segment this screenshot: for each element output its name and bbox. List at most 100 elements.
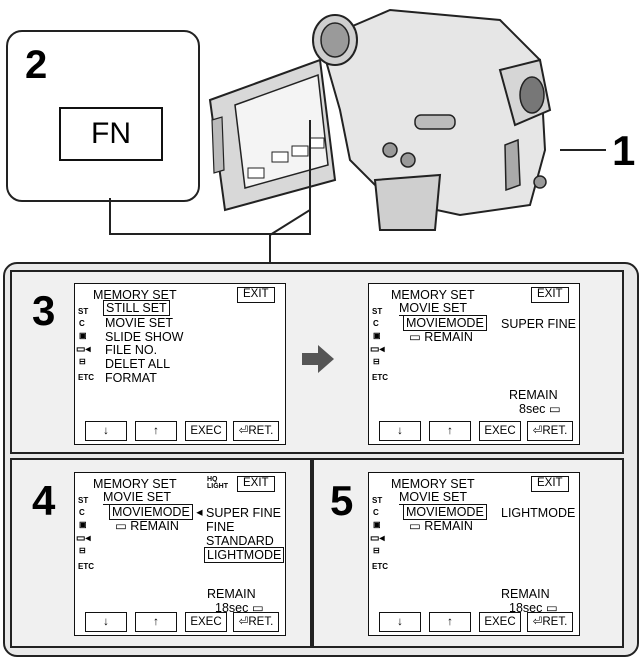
etc-icon: ETC bbox=[372, 562, 388, 571]
memory-icon: ▭◂ bbox=[76, 533, 91, 544]
down-button[interactable]: ↓ bbox=[85, 421, 127, 441]
exit-button[interactable]: EXIT bbox=[531, 287, 569, 303]
still-icon: ST bbox=[78, 307, 89, 316]
step1-number: 1 bbox=[612, 127, 636, 174]
exit-button[interactable]: EXIT bbox=[237, 287, 275, 303]
menu-item-movie-set[interactable]: MOVIE SET bbox=[399, 301, 468, 316]
step3-number: 3 bbox=[32, 287, 56, 334]
screen-lightmode-selected: MEMORY SET EXIT ST MOVIE SET C MOVIEMODE… bbox=[368, 472, 580, 636]
screen-moviemode-options: MEMORY SET HQ LIGHT EXIT ST MOVIE SET C … bbox=[74, 472, 286, 636]
remain-label: REMAIN bbox=[509, 388, 558, 402]
camera-icon: C bbox=[79, 319, 85, 328]
up-button[interactable]: ↑ bbox=[135, 421, 177, 441]
memory-card-icon: ▭ bbox=[548, 402, 561, 416]
remain-label: REMAIN bbox=[207, 587, 256, 601]
return-button[interactable]: ⏎RET. bbox=[233, 421, 279, 441]
memory-card-icon: ▭ bbox=[409, 330, 421, 344]
memory-icon: ▭◂ bbox=[370, 533, 385, 544]
etc-icon: ETC bbox=[372, 373, 388, 382]
exec-button[interactable]: EXEC bbox=[479, 612, 521, 632]
menu-item-movie-set[interactable]: MOVIE SET bbox=[399, 490, 468, 505]
return-icon: ⏎ bbox=[532, 616, 543, 628]
moviemode-value: LIGHTMODE bbox=[501, 506, 576, 520]
tape-icon: ▣ bbox=[79, 520, 87, 529]
return-button[interactable]: ⏎RET. bbox=[233, 612, 279, 632]
exec-button[interactable]: EXEC bbox=[185, 612, 227, 632]
tape-icon: ▣ bbox=[373, 331, 381, 340]
camcorder-illustration bbox=[208, 8, 552, 236]
option-standard[interactable]: STANDARD bbox=[206, 534, 274, 548]
connector-lines bbox=[109, 120, 606, 262]
still-icon: ST bbox=[372, 307, 383, 316]
exec-button[interactable]: EXEC bbox=[479, 421, 521, 441]
menu-item-movie-set[interactable]: MOVIE SET bbox=[103, 490, 172, 505]
still-icon: ST bbox=[372, 496, 383, 505]
moviemode-value: SUPER FINE bbox=[501, 317, 577, 331]
moviemode-item[interactable]: MOVIEMODE ◂ bbox=[109, 504, 203, 520]
memory-icon: ▭◂ bbox=[76, 344, 91, 355]
tape-icon: ▣ bbox=[373, 520, 381, 529]
up-button[interactable]: ↑ bbox=[429, 421, 471, 441]
down-button[interactable]: ↓ bbox=[379, 612, 421, 632]
remain-label: REMAIN bbox=[501, 587, 550, 601]
remain-item[interactable]: ▭ REMAIN bbox=[115, 519, 179, 533]
exit-button[interactable]: EXIT bbox=[237, 476, 275, 492]
light-mode-icon: HQ LIGHT bbox=[207, 476, 228, 490]
step2-number: 2 bbox=[25, 43, 48, 87]
remain-value: 8sec ▭ bbox=[519, 402, 561, 416]
etc-icon: ETC bbox=[78, 373, 94, 382]
exit-button[interactable]: EXIT bbox=[531, 476, 569, 492]
menu-title: MEMORY SET bbox=[93, 477, 177, 491]
menu-item-movie-set[interactable]: MOVIE SET bbox=[105, 316, 174, 330]
remain-value: 18sec ▭ bbox=[509, 601, 558, 615]
return-icon: ⏎ bbox=[532, 425, 543, 437]
step5-number: 5 bbox=[330, 477, 354, 524]
option-fine[interactable]: FINE bbox=[206, 520, 235, 534]
up-button[interactable]: ↑ bbox=[429, 612, 471, 632]
menu-title: MEMORY SET bbox=[391, 288, 475, 302]
menu-item-slide-show[interactable]: SLIDE SHOW bbox=[105, 330, 184, 344]
remain-item[interactable]: ▭ REMAIN bbox=[409, 330, 473, 344]
exec-button[interactable]: EXEC bbox=[185, 421, 227, 441]
menu-item-still-set[interactable]: STILL SET bbox=[103, 300, 170, 316]
fn-button-label: FN bbox=[91, 117, 131, 150]
tape-icon: ▣ bbox=[79, 331, 87, 340]
screen-movie-set: MEMORY SET EXIT ST MOVIE SET C MOVIEMODE… bbox=[368, 283, 580, 445]
down-button[interactable]: ↓ bbox=[85, 612, 127, 632]
menu-title: MEMORY SET bbox=[391, 477, 475, 491]
memory-card-icon: ▭ bbox=[409, 519, 421, 533]
etc-icon: ETC bbox=[78, 562, 94, 571]
fn-button[interactable]: FN bbox=[59, 107, 163, 161]
return-button[interactable]: ⏎RET. bbox=[527, 421, 573, 441]
screen-memory-set: MEMORY SET EXIT ST STILL SET C MOVIE SET… bbox=[74, 283, 286, 445]
menu-title: MEMORY SET bbox=[93, 288, 177, 302]
menu-item-format[interactable]: FORMAT bbox=[105, 371, 157, 385]
menu-item-delet-all[interactable]: DELET ALL bbox=[105, 357, 171, 371]
moviemode-item[interactable]: MOVIEMODE bbox=[403, 504, 487, 520]
still-icon: ST bbox=[78, 496, 89, 505]
camera-icon: C bbox=[373, 319, 379, 328]
memory-card-icon: ▭ bbox=[115, 519, 127, 533]
memory-icon: ▭◂ bbox=[370, 344, 385, 355]
camera-icon: C bbox=[373, 508, 379, 517]
return-icon: ⏎ bbox=[238, 616, 249, 628]
memory-card-icon: ▭ bbox=[251, 601, 264, 615]
setup-icon: ⊟ bbox=[373, 546, 380, 555]
return-icon: ⏎ bbox=[238, 425, 249, 437]
remain-value: 18sec ▭ bbox=[215, 601, 264, 615]
arrow-right-icon bbox=[302, 345, 334, 373]
setup-icon: ⊟ bbox=[79, 546, 86, 555]
step4-number: 4 bbox=[32, 477, 56, 524]
option-lightmode[interactable]: LIGHTMODE bbox=[204, 547, 285, 563]
setup-icon: ⊟ bbox=[373, 357, 380, 366]
moviemode-item[interactable]: MOVIEMODE bbox=[403, 315, 487, 331]
camera-icon: C bbox=[79, 508, 85, 517]
memory-card-icon: ▭ bbox=[545, 601, 558, 615]
menu-item-file-no[interactable]: FILE NO. bbox=[105, 343, 158, 357]
down-button[interactable]: ↓ bbox=[379, 421, 421, 441]
return-button[interactable]: ⏎RET. bbox=[527, 612, 573, 632]
setup-icon: ⊟ bbox=[79, 357, 86, 366]
option-super-fine[interactable]: SUPER FINE bbox=[206, 506, 282, 520]
remain-item[interactable]: ▭ REMAIN bbox=[409, 519, 473, 533]
up-button[interactable]: ↑ bbox=[135, 612, 177, 632]
